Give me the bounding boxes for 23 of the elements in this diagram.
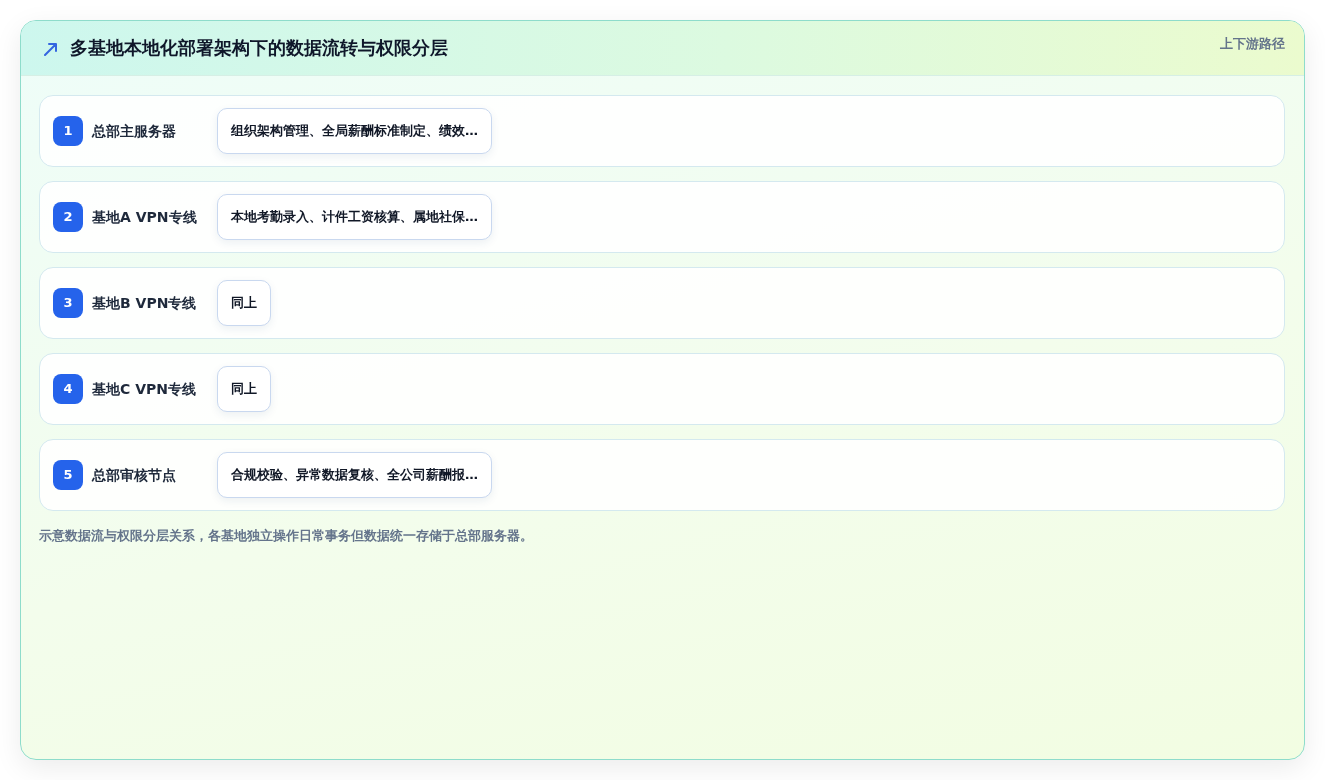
row-title: 基地B VPN专线 (92, 294, 197, 313)
number-badge: 2 (53, 202, 83, 232)
row-card (39, 353, 1285, 425)
row-title: 总部审核节点 (92, 466, 176, 485)
row-title: 总部主服务器 (92, 122, 176, 141)
number-badge: 5 (53, 460, 83, 490)
row-card (39, 267, 1285, 339)
row-card (39, 95, 1285, 167)
row-card (39, 439, 1285, 511)
number-badge: 1 (53, 116, 83, 146)
caption-text: 示意数据流与权限分层关系，各基地独立操作日常事务但数据统一存储于总部服务器。 (39, 527, 533, 545)
description-tag: 同上 (217, 280, 271, 326)
number-badge: 4 (53, 374, 83, 404)
diagram-title: 多基地本地化部署架构下的数据流转与权限分层 (70, 36, 448, 60)
number-badge: 3 (53, 288, 83, 318)
description-tag: 本地考勤录入、计件工资核算、属地社保… (217, 194, 492, 240)
row-title: 基地C VPN专线 (92, 380, 196, 399)
description-tag: 同上 (217, 366, 271, 412)
header-note: 上下游路径 (1220, 35, 1285, 53)
description-tag: 合规校验、异常数据复核、全公司薪酬报… (217, 452, 492, 498)
row-title: 基地A VPN专线 (92, 208, 197, 227)
row-card (39, 181, 1285, 253)
description-tag: 组织架构管理、全局薪酬标准制定、绩效… (217, 108, 492, 154)
